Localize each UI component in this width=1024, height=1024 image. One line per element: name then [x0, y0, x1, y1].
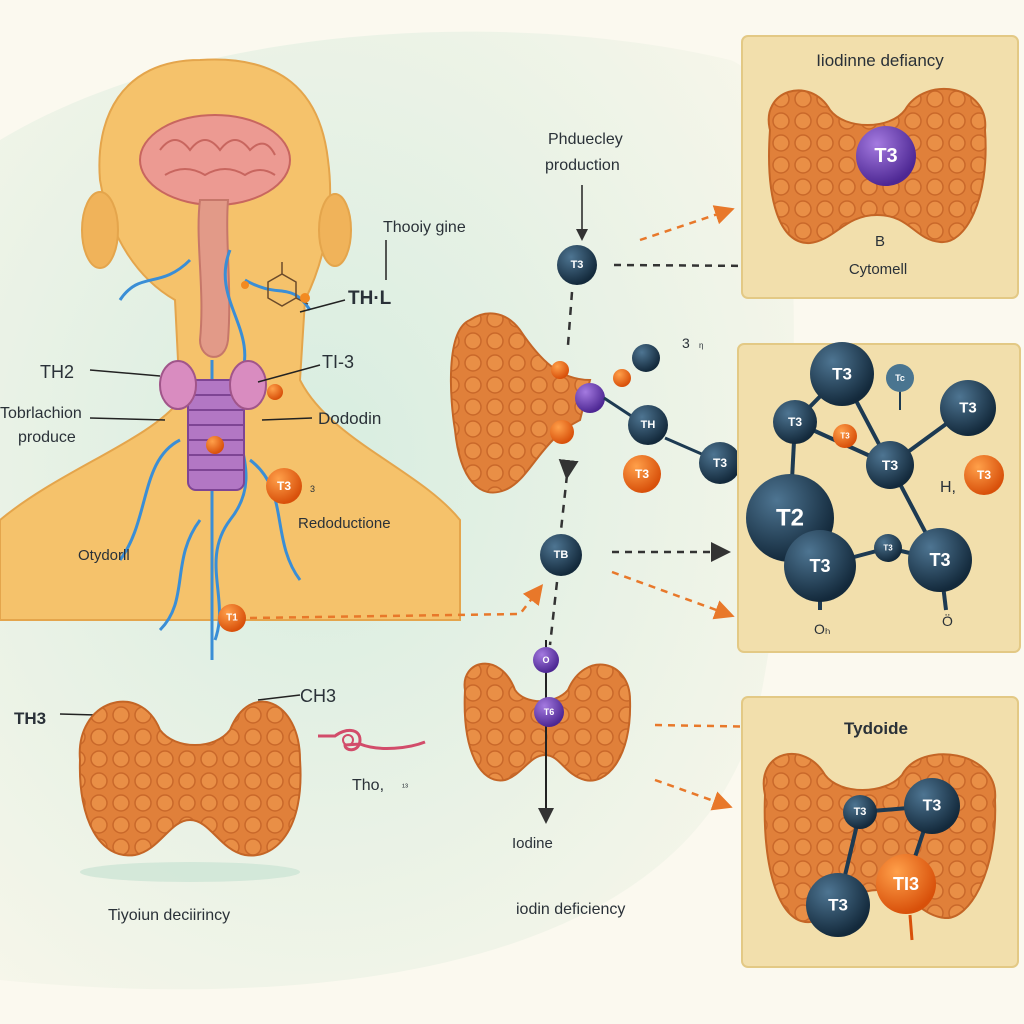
label-tho-small: ¹³ [402, 782, 408, 792]
t3-top-center-label: T3 [571, 259, 584, 271]
mid-t3-g: T3 [929, 550, 950, 570]
neck-orange-atom [206, 436, 224, 454]
small-t6-label: T6 [544, 707, 555, 717]
label-th-l: TH·L [348, 288, 392, 309]
mid-t2: T2 [776, 505, 804, 532]
t1-molecule [218, 604, 246, 632]
center-thyroid-gland [449, 312, 592, 494]
label-redoductione: Redoductione [298, 515, 391, 532]
top-panel-t3-molecule [856, 126, 916, 186]
label-produce: produce [18, 429, 76, 446]
purple-t6-atom [534, 697, 564, 727]
th-label: TH [641, 419, 656, 431]
label-phduecley: Phduecley [548, 131, 623, 148]
bottom-ti3: TI3 [893, 874, 919, 894]
mid-t3-f: T3 [809, 556, 830, 576]
label-production: production [545, 157, 620, 174]
mid-o-label: Ö [942, 612, 953, 629]
label-th2: TH2 [40, 362, 74, 382]
dash-up-arrow [558, 459, 579, 531]
mid-t3-a: T3 [832, 365, 852, 384]
label-dododin: Dododin [318, 409, 381, 428]
label-ch3: CH3 [300, 686, 336, 706]
label-thooiy-gine: Thooiy gine [383, 219, 466, 236]
panel-molecule-network [737, 342, 1021, 653]
mid-tc: Tc [895, 373, 905, 383]
center-orange-atom [613, 369, 631, 387]
mid-oh-label: Oₕ [814, 621, 831, 637]
label-ti3: TI-3 [322, 352, 354, 372]
mid-t3-b: T3 [959, 400, 977, 417]
t3-center-label: T3 [713, 456, 727, 470]
t3-small-label: 3 [310, 484, 315, 494]
mid-t3-small-orange: T3 [840, 432, 850, 441]
right-thyroid-lobe [229, 360, 267, 410]
t3-badge-neck [266, 468, 302, 504]
tb-molecule [540, 534, 582, 576]
label-tho: Tho, [352, 777, 384, 794]
arrow-t1-to-tb [249, 584, 544, 620]
brain-stem [197, 199, 231, 358]
arrow-orange-to-mid-panel [611, 570, 735, 620]
leader-lines [59, 240, 387, 717]
label-tiyoiun-deciency: Tiyoiun deciirincy [108, 907, 230, 924]
small-orange-atom [241, 281, 249, 289]
small-orange-atom [300, 293, 310, 303]
bottom-t3-b: T3 [923, 798, 942, 815]
mid-t3-orange: T3 [977, 468, 991, 482]
tb-label: TB [554, 549, 569, 561]
small-o-label: O [542, 655, 549, 665]
bottom-t3-a: T3 [854, 806, 867, 818]
t1-label: T1 [226, 613, 238, 624]
label-otydorll: Otydorll [78, 547, 130, 564]
small-purple-atom [533, 647, 559, 673]
hook-tool-icon [318, 729, 426, 752]
label-tobrlachion: Tobrlachion [0, 405, 82, 422]
center-navy-atom [632, 344, 660, 372]
trachea [187, 379, 245, 491]
t3-orange-center-label: T3 [635, 467, 649, 481]
human-head-illustration: T3 3 [0, 58, 461, 660]
bottom-panel-title: Tydoide [844, 719, 908, 738]
mid-t3-d: T3 [882, 457, 899, 473]
label-three: 3 [682, 335, 690, 351]
label-three-small: η [699, 341, 703, 350]
center-purple-atom [575, 383, 605, 413]
top-panel-cytomell: Cytomell [849, 261, 907, 278]
lower-left-thyroid-gland [78, 700, 302, 882]
left-ear [81, 191, 119, 269]
neck-orange-atom [267, 384, 283, 400]
t3-orange-molecule-center [623, 455, 661, 493]
t3-molecule-center [699, 442, 741, 484]
th-molecule [628, 405, 668, 445]
brain-icon [139, 114, 291, 206]
top-panel-b-label: B [875, 233, 885, 250]
label-iodine: Iodine [512, 835, 553, 852]
center-orange-atom [550, 420, 574, 444]
bottom-t3-c: T3 [828, 896, 848, 915]
label-th3: TH3 [14, 709, 46, 728]
dash-tb-down [548, 581, 559, 646]
mid-t3-e: T3 [883, 544, 893, 553]
label-iodin-deficiency: iodin deficiency [516, 901, 625, 918]
top-panel-title: Iiodinne defiancy [816, 51, 944, 70]
t3-molecule-top-center [557, 245, 597, 285]
mid-t3-c: T3 [788, 415, 802, 429]
mid-h-label: H, [940, 479, 956, 496]
center-orange-atom [551, 361, 569, 379]
t3-badge-label: T3 [277, 479, 291, 493]
left-thyroid-lobe [159, 360, 197, 410]
panel-tydoide [741, 696, 1019, 968]
panel-iodine-deficiency [741, 35, 1019, 299]
arrow-orange-to-top-panel [639, 205, 735, 242]
top-panel-t3-label: T3 [874, 145, 897, 167]
right-ear [318, 193, 352, 267]
